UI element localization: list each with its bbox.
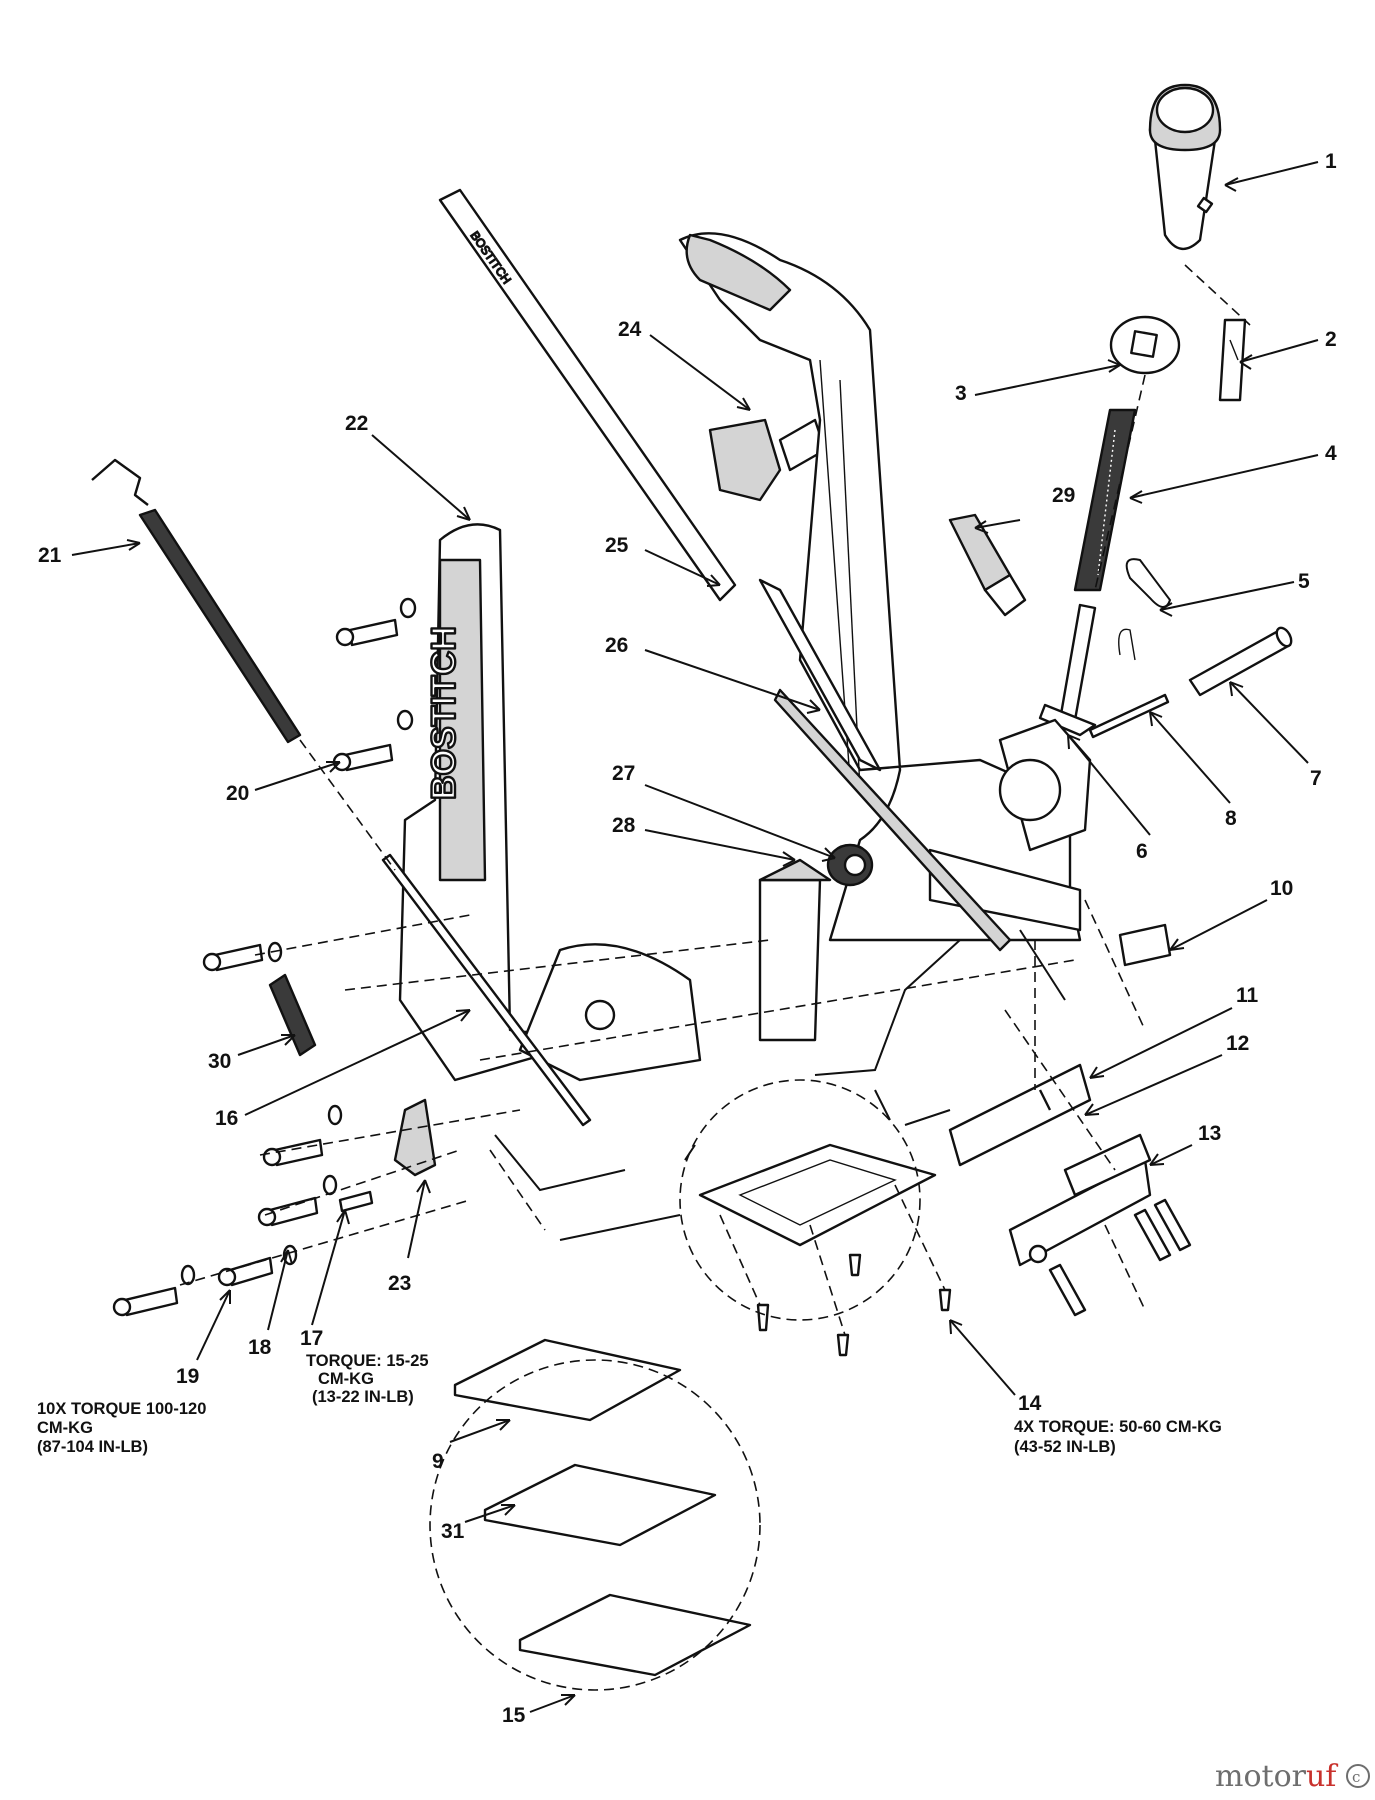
part-8-rod-drawing bbox=[1088, 693, 1170, 739]
part-5-hairpin-drawing bbox=[1125, 558, 1172, 608]
part-label-31: 31 bbox=[441, 1520, 465, 1543]
part-labels: 1 2 3 4 5 6 7 8 10 11 12 13 14 16 17 18 … bbox=[38, 150, 1337, 1727]
part-label-2: 2 bbox=[1325, 328, 1337, 351]
part-4-spring-drawing bbox=[1073, 408, 1137, 592]
part-label-23: 23 bbox=[388, 1272, 411, 1295]
watermark-logo: motoruf c bbox=[1215, 1759, 1370, 1794]
detail-circle-upper bbox=[679, 1079, 921, 1321]
lower-pads-drawing bbox=[453, 1338, 752, 1677]
part-label-1: 1 bbox=[1325, 150, 1337, 173]
part-label-8: 8 bbox=[1225, 807, 1237, 830]
part-label-13: 13 bbox=[1198, 1122, 1221, 1145]
part-label-11: 11 bbox=[1236, 984, 1259, 1007]
torque-note-17-line1: TORQUE: 15-25 bbox=[306, 1352, 429, 1370]
leader-lines bbox=[71, 161, 1319, 1713]
torque-note-19-line3: (87-104 IN-LB) bbox=[37, 1438, 148, 1456]
part-label-16: 16 bbox=[215, 1107, 238, 1130]
part-1-cap-drawing bbox=[1148, 83, 1222, 250]
part-20-bolt-drawing bbox=[332, 709, 414, 772]
part-label-7: 7 bbox=[1310, 767, 1322, 790]
bolt-upper-drawing bbox=[335, 597, 417, 647]
part-2-clip-drawing bbox=[1218, 318, 1247, 402]
part-label-9: 9 bbox=[432, 1450, 444, 1473]
part-label-14: 14 bbox=[1018, 1392, 1042, 1415]
part-3-washer-drawing bbox=[1109, 315, 1181, 375]
part-16-rod-drawing bbox=[381, 853, 592, 1127]
part-label-21: 21 bbox=[38, 544, 62, 567]
part-label-4: 4 bbox=[1325, 442, 1337, 465]
part-27-roller-drawing bbox=[826, 843, 874, 887]
torque-note-19-line2: CM-KG bbox=[37, 1419, 93, 1437]
part-21-spring-drawing bbox=[91, 458, 302, 744]
part-7-pin-drawing bbox=[1188, 626, 1293, 697]
part-label-28: 28 bbox=[612, 814, 636, 837]
watermark-circle-icon bbox=[1346, 1764, 1370, 1788]
watermark-text: motoruf bbox=[1215, 1759, 1338, 1794]
flat-screws-drawing bbox=[756, 1253, 952, 1357]
part-label-27: 27 bbox=[612, 762, 635, 785]
part-label-30: 30 bbox=[208, 1050, 231, 1073]
part-label-3: 3 bbox=[955, 382, 967, 405]
part-label-25: 25 bbox=[605, 534, 629, 557]
part-30-label-drawing bbox=[268, 973, 317, 1057]
part-10-cap-drawing bbox=[1118, 923, 1172, 967]
part-label-19: 19 bbox=[176, 1365, 199, 1388]
part-26-channel-drawing bbox=[773, 688, 1012, 952]
assembly-dashed-lines bbox=[179, 264, 1251, 1336]
torque-notes: TORQUE: 15-25 CM-KG (13-22 IN-LB) 10X TO… bbox=[37, 1352, 1222, 1456]
torque-note-17-line2: CM-KG bbox=[318, 1370, 374, 1388]
part-23-latch-drawing bbox=[393, 1098, 437, 1177]
part-label-29: 29 bbox=[1052, 484, 1075, 507]
right-plates-drawing bbox=[948, 1063, 1152, 1267]
part-label-10: 10 bbox=[1270, 877, 1293, 900]
part-label-6: 6 bbox=[1136, 840, 1148, 863]
part-28-channel-drawing bbox=[758, 858, 832, 1042]
part-label-22: 22 bbox=[345, 412, 368, 435]
watermark-circle-letter: c bbox=[1352, 1768, 1360, 1786]
torque-note-14-line2: (43-52 IN-LB) bbox=[1014, 1438, 1116, 1456]
part-label-5: 5 bbox=[1298, 570, 1310, 593]
torque-note-19-line1: 10X TORQUE 100-120 bbox=[37, 1400, 206, 1418]
right-screws-drawing bbox=[1028, 1089, 1192, 1317]
part-label-12: 12 bbox=[1226, 1032, 1249, 1055]
part-29-block-drawing bbox=[948, 513, 1027, 617]
torque-note-14-line1: 4X TORQUE: 50-60 CM-KG bbox=[1014, 1418, 1222, 1436]
main-body-drawing bbox=[678, 232, 1092, 942]
part-24-trigger-drawing bbox=[708, 418, 827, 502]
part-label-15: 15 bbox=[502, 1704, 526, 1727]
center-base-plate-drawing bbox=[698, 1143, 937, 1247]
part-label-20: 20 bbox=[226, 782, 249, 805]
part-22-frame-drawing: BOSTITCH bbox=[398, 523, 702, 1082]
frame-brand-logo: BOSTITCH bbox=[425, 626, 463, 800]
part-label-24: 24 bbox=[618, 318, 642, 341]
left-bolts-drawing bbox=[112, 941, 374, 1317]
part-label-18: 18 bbox=[248, 1336, 272, 1359]
torque-note-17-line3: (13-22 IN-LB) bbox=[312, 1388, 414, 1406]
part-6-bracket-drawing bbox=[1038, 603, 1136, 737]
detail-circle-lower bbox=[429, 1359, 761, 1691]
part-label-26: 26 bbox=[605, 634, 628, 657]
part-label-17: 17 bbox=[300, 1327, 323, 1350]
